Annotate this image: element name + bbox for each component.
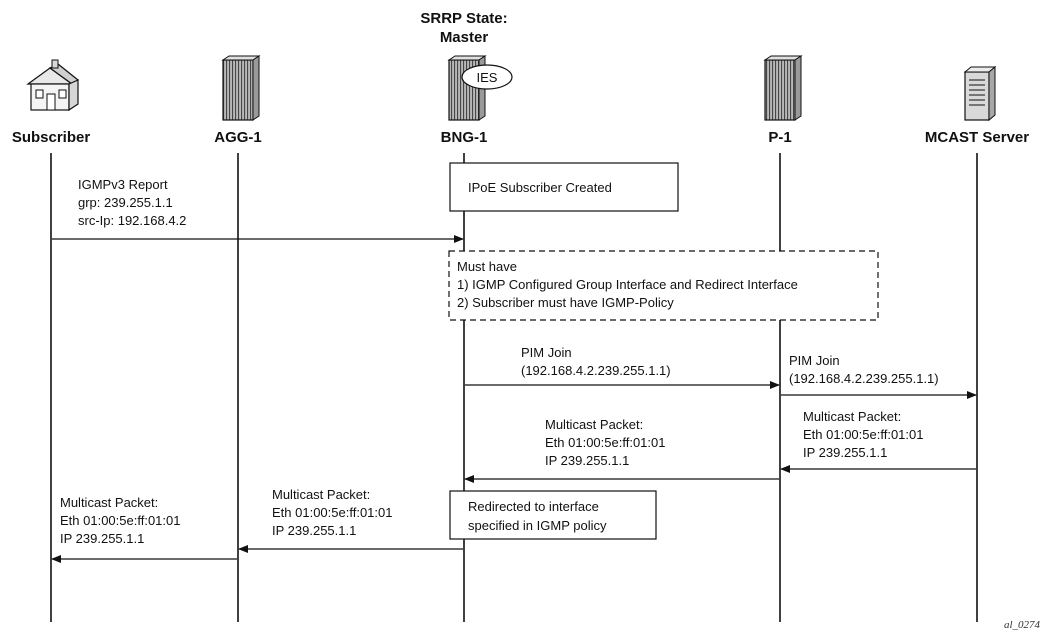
ies-label: IES: [477, 70, 498, 85]
message-pim-join-bng-to-p1: PIM Join (192.168.4.2.239.255.1.1): [465, 345, 780, 389]
redirected-box: Redirected to interface specified in IGM…: [449, 490, 657, 540]
srrp-state-title-line1: SRRP State:: [420, 10, 507, 27]
node-label-p1: P-1: [768, 129, 791, 146]
redirected-line1: Redirected to interface: [468, 499, 599, 514]
node-label-bng1: BNG-1: [441, 129, 488, 146]
figure-reference: al_0274: [1004, 619, 1041, 631]
must-have-line2: 1) IGMP Configured Group Interface and R…: [457, 277, 798, 292]
message-multicast-p1-to-bng: Multicast Packet: Eth 01:00:5e:ff:01:01 …: [464, 417, 779, 483]
must-have-line1: Must have: [457, 259, 517, 274]
msg4-line1: Multicast Packet:: [803, 409, 901, 424]
message-multicast-agg1-to-subscriber: Multicast Packet: Eth 01:00:5e:ff:01:01 …: [51, 495, 237, 563]
msg7-line3: IP 239.255.1.1: [60, 531, 144, 546]
msg5-line1: Multicast Packet:: [545, 417, 643, 432]
srrp-state-title-line2: Master: [440, 29, 489, 46]
msg6-line3: IP 239.255.1.1: [272, 523, 356, 538]
must-have-note-box: Must have 1) IGMP Configured Group Inter…: [448, 250, 879, 321]
msg7-line2: Eth 01:00:5e:ff:01:01: [60, 513, 180, 528]
msg3-line2: (192.168.4.2.239.255.1.1): [789, 371, 939, 386]
message-multicast-bng-to-agg1: Multicast Packet: Eth 01:00:5e:ff:01:01 …: [238, 487, 463, 553]
message-multicast-mcast-to-p1: Multicast Packet: Eth 01:00:5e:ff:01:01 …: [780, 409, 976, 473]
msg6-line1: Multicast Packet:: [272, 487, 370, 502]
node-label-agg1: AGG-1: [214, 129, 262, 146]
server-icon: [963, 65, 997, 122]
house-icon: [26, 59, 80, 112]
msg1-line1: IGMPv3 Report: [78, 177, 168, 192]
msg2-line2: (192.168.4.2.239.255.1.1): [521, 363, 671, 378]
node-label-mcast-server: MCAST Server: [925, 129, 1029, 146]
msg4-line3: IP 239.255.1.1: [803, 445, 887, 460]
msg5-line2: Eth 01:00:5e:ff:01:01: [545, 435, 665, 450]
msg7-line1: Multicast Packet:: [60, 495, 158, 510]
msg5-line3: IP 239.255.1.1: [545, 453, 629, 468]
message-pim-join-p1-to-mcast: PIM Join (192.168.4.2.239.255.1.1): [781, 353, 977, 399]
msg3-line1: PIM Join: [789, 353, 840, 368]
msg6-line2: Eth 01:00:5e:ff:01:01: [272, 505, 392, 520]
msg4-line2: Eth 01:00:5e:ff:01:01: [803, 427, 923, 442]
msg1-line3: src-Ip: 192.168.4.2: [78, 213, 186, 228]
p1-router-icon: [763, 55, 803, 121]
agg1-router-icon: [221, 55, 261, 121]
ipoe-subscriber-created-box: IPoE Subscriber Created: [449, 162, 679, 212]
ies-service-bubble: IES: [461, 64, 513, 90]
ipoe-box-text: IPoE Subscriber Created: [468, 180, 612, 195]
redirected-line2: specified in IGMP policy: [468, 518, 607, 533]
msg1-line2: grp: 239.255.1.1: [78, 195, 173, 210]
msg2-line1: PIM Join: [521, 345, 572, 360]
message-igmpv3-report: IGMPv3 Report grp: 239.255.1.1 src-Ip: 1…: [52, 177, 464, 243]
node-label-subscriber: Subscriber: [12, 129, 91, 146]
must-have-line3: 2) Subscriber must have IGMP-Policy: [457, 295, 674, 310]
